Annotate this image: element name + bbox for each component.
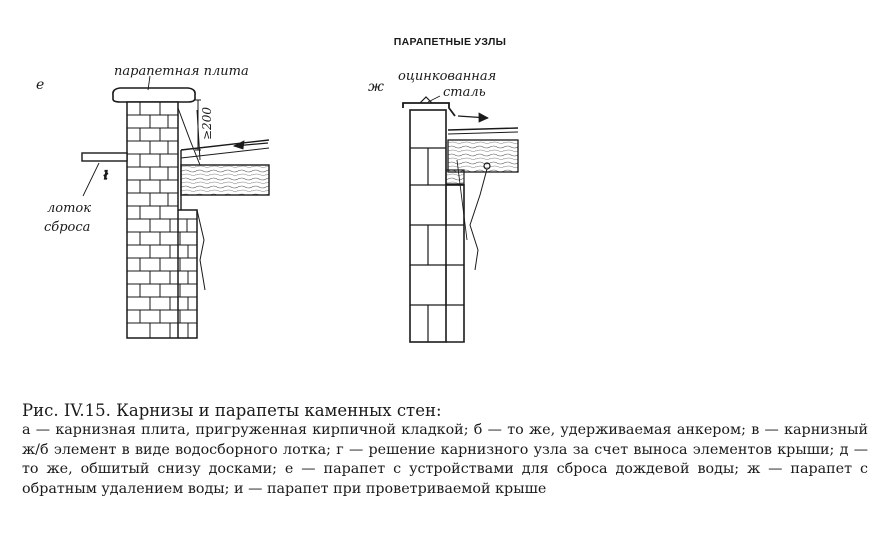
parapet-diagrams: ł е парапетная плита ≥200 лоток сброса — [36, 64, 519, 343]
drain-tray — [81, 152, 128, 162]
steel-cap — [402, 102, 456, 117]
figure-heading: ПАРАПЕТНЫЕ УЗЛЫ — [393, 36, 507, 48]
roof-deck-zh — [447, 139, 519, 173]
label-tray-line1: лоток — [47, 201, 91, 216]
label-galvanized-line2: сталь — [443, 85, 486, 100]
parapet-diagram-e: ł — [81, 75, 270, 339]
caption-title: Рис. IV.15. Карнизы и парапеты каменных … — [22, 401, 442, 420]
roof-deck-e — [180, 164, 270, 196]
block-wall-zh — [409, 109, 465, 343]
label-galvanized-line1: оцинкованная — [398, 69, 496, 84]
svg-text:ł: ł — [104, 169, 108, 182]
figure-caption: Рис. IV.15. Карнизы и парапеты каменных … — [22, 401, 868, 499]
label-dimension: ≥200 — [200, 107, 214, 140]
parapet-diagram-zh — [402, 95, 519, 343]
diagram-letter-e: е — [36, 77, 44, 93]
diagram-letter-zh: ж — [368, 79, 384, 95]
label-tray-line2: сброса — [44, 220, 90, 235]
caption-text: а — карнизная плита, пригруженная кирпич… — [22, 422, 868, 497]
parapet-slab — [112, 87, 196, 103]
label-parapet-slab: парапетная плита — [114, 64, 249, 79]
brick-wall-e — [126, 101, 198, 339]
